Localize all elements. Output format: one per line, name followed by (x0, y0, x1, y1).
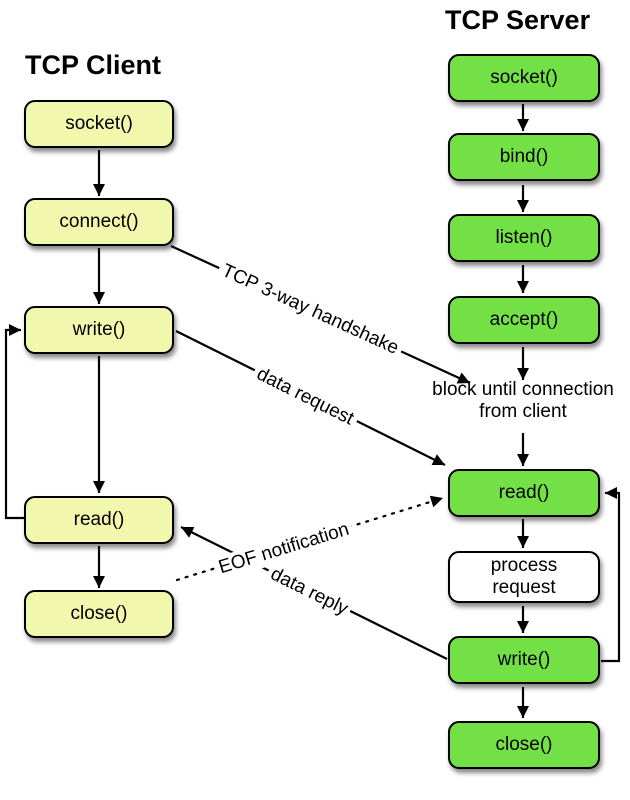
server-listen-node: listen() (448, 214, 600, 262)
client-title: TCP Client (25, 50, 162, 80)
arrow-server-write-read-loop (601, 487, 621, 663)
client-close-node: close() (24, 590, 174, 638)
server-socket-node: socket() (448, 54, 600, 102)
data-reply-edge-label: data reply (262, 560, 356, 624)
server-title: TCP Server (445, 5, 591, 35)
client-read-node: read() (24, 496, 174, 544)
arrow-client-read-write-loop (4, 324, 25, 520)
client-socket-node: socket() (24, 100, 174, 148)
server-accept-node: accept() (448, 296, 600, 344)
server-bind-node: bind() (448, 133, 600, 181)
data-request-edge-label: data request (248, 360, 362, 434)
client-connect-node: connect() (24, 198, 174, 246)
block-until-connection-note: block until connection from client (432, 379, 614, 423)
server-write-node: write() (448, 636, 600, 684)
server-process-request-node: process request (448, 551, 600, 603)
server-read-node: read() (448, 469, 600, 517)
client-write-node: write() (24, 306, 174, 354)
server-close-node: close() (448, 721, 600, 769)
handshake-edge-label: TCP 3-way handshake (214, 257, 406, 363)
